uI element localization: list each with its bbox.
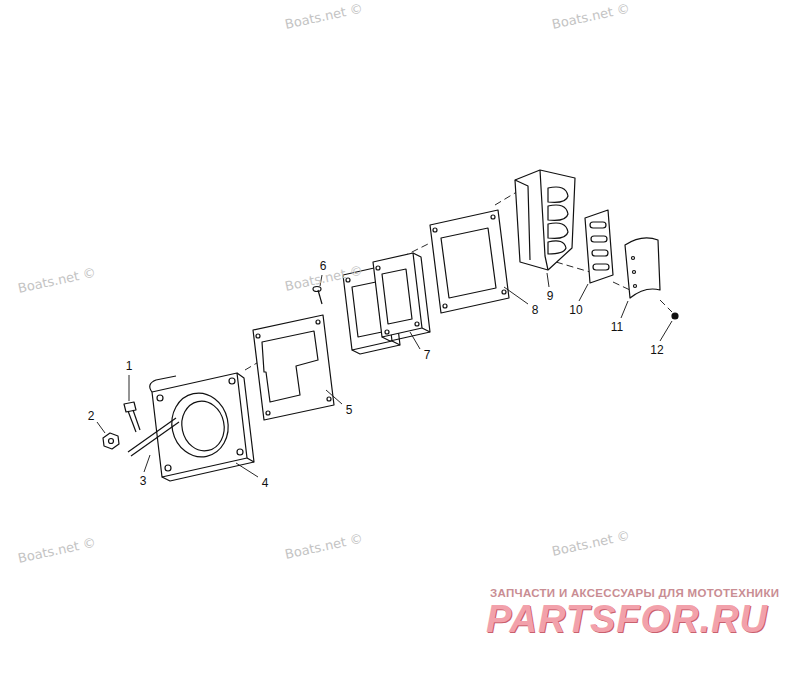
callout-number: 12 <box>650 344 663 356</box>
watermark: Boats.net © <box>17 266 97 295</box>
reed-stop <box>625 238 660 298</box>
callout-number: 6 <box>320 260 327 272</box>
callout-number: 8 <box>532 304 539 316</box>
leader-line <box>97 273 672 477</box>
callout-number: 10 <box>569 304 582 316</box>
callout-number: 3 <box>140 475 147 487</box>
stud <box>128 418 179 456</box>
callout-number: 1 <box>126 360 133 372</box>
logo-text: PARTSFOR.RU <box>486 600 768 638</box>
watermark: Boats.net © <box>551 529 631 558</box>
gasket <box>430 210 509 313</box>
reed-cage <box>515 170 575 270</box>
logo-tagline: ЗАПЧАСТИ И АКСЕССУАРЫ ДЛЯ МОТОТЕХНИКИ <box>490 588 779 600</box>
screw <box>313 287 322 305</box>
callout-number: 4 <box>262 477 269 489</box>
reed-petal <box>585 210 613 283</box>
watermark: Boats.net © <box>551 2 631 31</box>
watermark: Boats.net © <box>284 532 364 561</box>
callout-number: 5 <box>346 404 353 416</box>
callout-number: 2 <box>88 410 95 422</box>
nut <box>103 433 119 449</box>
callout-number: 9 <box>547 290 554 302</box>
gasket <box>253 315 334 420</box>
screw <box>672 313 678 319</box>
callout-number: 7 <box>424 349 431 361</box>
reed-block <box>0 0 430 354</box>
watermark: Boats.net © <box>17 536 97 565</box>
watermark: Boats.net © <box>284 2 364 31</box>
callout-number: 11 <box>611 321 623 333</box>
bolt <box>124 402 140 432</box>
